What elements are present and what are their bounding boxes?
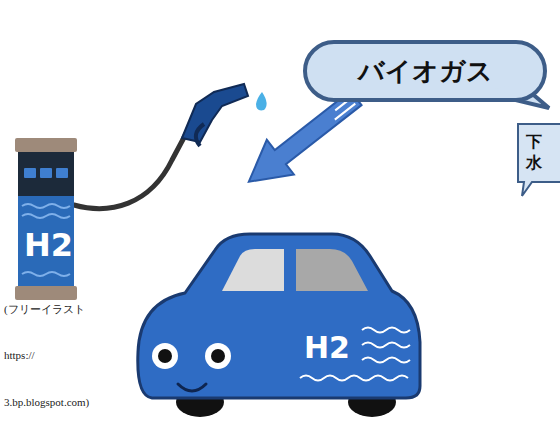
pupil	[211, 349, 225, 363]
display-light	[40, 168, 52, 178]
wave	[22, 214, 70, 218]
bubble-text: バイオガス	[358, 54, 493, 89]
wave	[22, 272, 70, 276]
pump-cap	[15, 138, 77, 152]
wave	[362, 343, 410, 348]
bubble-body	[305, 42, 545, 100]
credit-text: 3.bp.blogspot.com)	[4, 396, 89, 408]
eye	[205, 343, 231, 369]
pupil	[158, 349, 172, 363]
car-label: H2	[304, 330, 350, 365]
window	[222, 249, 284, 291]
wave	[362, 328, 410, 333]
nozzle	[182, 84, 248, 142]
pump-base	[15, 286, 77, 300]
tag-body	[518, 124, 560, 196]
callout-text: 下水	[526, 132, 542, 174]
nozzle-handle	[196, 124, 204, 146]
wave	[362, 358, 410, 363]
pump-display	[18, 152, 74, 196]
smile	[178, 384, 206, 391]
wave	[300, 376, 408, 381]
wave	[22, 204, 70, 208]
display-light	[24, 168, 36, 178]
pump-label: H2	[24, 226, 73, 264]
pump-body	[18, 196, 74, 286]
speech-bubble: バイオガス	[305, 42, 545, 100]
bubble-join	[493, 86, 521, 92]
callout-tag: 下水	[518, 124, 550, 182]
eye	[152, 343, 178, 369]
car-body	[138, 234, 420, 398]
drop	[256, 92, 267, 110]
hydrogen-car	[138, 234, 420, 417]
credit-text: (フリーイラスト	[4, 302, 85, 317]
credit-text: https://	[4, 349, 35, 361]
display-light	[56, 168, 68, 178]
hose	[74, 130, 188, 209]
window	[296, 249, 368, 291]
